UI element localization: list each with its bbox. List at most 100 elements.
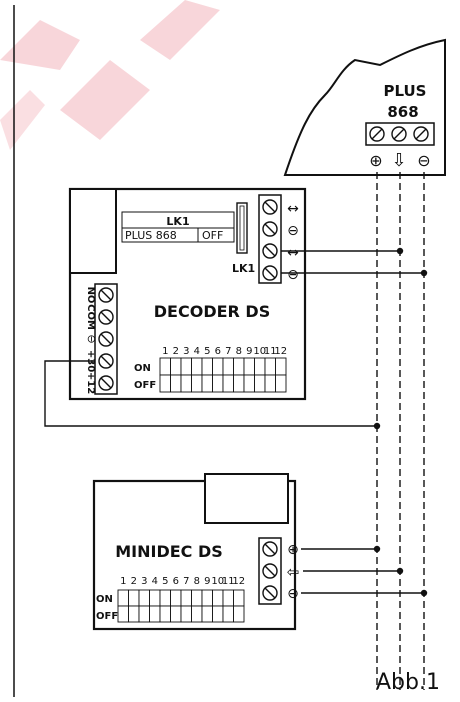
decoder-left-screws	[98, 287, 114, 391]
minidec-dip-number: 2	[131, 576, 137, 587]
decoder-dip-cell	[201, 357, 213, 376]
minidec-wires	[301, 548, 424, 594]
decoder-dip-cell	[159, 374, 171, 393]
decoder-dip-number: 6	[215, 346, 221, 357]
minidec-minus-icon: ⊖	[287, 586, 299, 602]
minidec-dip-cell	[159, 589, 171, 607]
minidec-title: MINIDEC DS	[115, 542, 223, 561]
minidec-dip-number: 4	[152, 576, 158, 587]
minidec-dip-cell	[201, 589, 213, 607]
minidec-dip-cell	[149, 605, 161, 623]
decoder-label-no: NO	[85, 287, 96, 304]
minidec-dip-cell	[138, 589, 150, 607]
decoder-dip-cell	[264, 374, 276, 393]
decoder-dip-cell	[243, 357, 255, 376]
decoder-dip-cell	[201, 374, 213, 393]
decoder-label-minus: ⊖	[85, 334, 98, 343]
decoder-dip-cell	[254, 357, 266, 376]
minidec-dip-number: 10	[211, 576, 224, 587]
decoder-dip-cell	[170, 374, 182, 393]
decoder-dip-off: OFF	[134, 380, 156, 391]
decoder-dip-cell	[233, 374, 245, 393]
decoder-title: DECODER DS	[154, 302, 270, 321]
decoder-connector	[69, 188, 117, 274]
decoder-right-screws	[262, 199, 278, 281]
decoder-ds: LK1 PLUS 868 OFF LK1 ↔ ⊖ ↔ ⊖ NO COM ⊖	[68, 187, 307, 401]
plus868-title-2: 868	[387, 103, 418, 121]
plus868-minus-icon: ⊖	[417, 151, 430, 170]
decoder-dip-number: 9	[246, 346, 252, 357]
minidec-junction-dots	[373, 545, 428, 597]
decoder-wires	[44, 250, 424, 427]
minidec-plus-icon: ⊕	[287, 542, 299, 558]
decoder-data-icon-2: ↔	[287, 245, 299, 261]
minidec-dip-number: 8	[194, 576, 200, 587]
decoder-label-com: COM	[85, 304, 96, 330]
minidec-dip-cell	[191, 605, 203, 623]
minidec-dip-cell	[212, 605, 224, 623]
minidec-data-icon: ⇦	[287, 563, 300, 581]
decoder-dip-cell	[180, 374, 192, 393]
decoder-dip-cell	[191, 357, 203, 376]
lk1-cell-off: OFF	[202, 229, 223, 242]
minidec-dip-number: 3	[141, 576, 147, 587]
decoder-dip-cell	[170, 357, 182, 376]
lk1-cell-plus868: PLUS 868	[125, 229, 177, 242]
decoder-dip-cell	[275, 357, 287, 376]
decoder-dip-cell	[191, 374, 203, 393]
minidec-dip-cell	[159, 605, 171, 623]
minidec-dip-cell	[138, 605, 150, 623]
decoder-dip-number: 7	[225, 346, 231, 357]
minidec-dip-cell	[180, 589, 192, 607]
decoder-dip-cell	[212, 357, 224, 376]
minidec-dip-number: 9	[204, 576, 210, 587]
decoder-dip-on: ON	[134, 363, 151, 374]
minidec-dip-on: ON	[96, 594, 113, 605]
minidec-dip-cell	[170, 605, 182, 623]
decoder-right-terminal	[258, 194, 282, 284]
minidec-dip-number: 1	[120, 576, 126, 587]
decoder-dip-cell	[254, 374, 266, 393]
minidec-dip-cell	[149, 589, 161, 607]
figure-label: Abb.1	[376, 670, 440, 695]
minidec-dip-cell	[170, 589, 182, 607]
minidec-dip-cell	[180, 605, 192, 623]
decoder-dip-cell	[264, 357, 276, 376]
decoder-dip-number: 8	[236, 346, 242, 357]
minidec-dip-cell	[191, 589, 203, 607]
decoder-data-icon-1: ↔	[287, 201, 299, 217]
decoder-label-12: +12	[85, 372, 96, 394]
plus868-device: PLUS 868 ⊕ ⇩ ⊖	[283, 38, 446, 176]
decoder-dip-cell	[275, 374, 287, 393]
decoder-minus-icon-1: ⊖	[287, 223, 299, 239]
minidec-connector	[204, 473, 289, 524]
watermark	[0, 0, 220, 150]
minidec-dip-cell	[128, 589, 140, 607]
junction-dots	[373, 247, 428, 430]
minidec-dip-cell	[201, 605, 213, 623]
minidec-dip-off: OFF	[96, 611, 118, 622]
decoder-dip-cell	[212, 374, 224, 393]
minidec-dip-number: 6	[173, 576, 179, 587]
lk1-jumper-label: LK1	[232, 262, 255, 275]
minidec-dip-cell	[222, 605, 234, 623]
decoder-dip-cell	[222, 357, 234, 376]
decoder-dip-cell	[222, 374, 234, 393]
minidec-dip-number: 7	[183, 576, 189, 587]
plus868-plus-icon: ⊕	[369, 151, 382, 170]
dashed-wires	[376, 172, 425, 690]
lk1-header: LK1	[166, 215, 189, 228]
minidec-dip-cell	[222, 589, 234, 607]
minidec-dip-cell	[128, 605, 140, 623]
decoder-dip-cell	[243, 374, 255, 393]
minidec-dip-cell	[212, 589, 224, 607]
minidec-dip-cell	[117, 589, 129, 607]
minidec-dip-cell	[117, 605, 129, 623]
minidec-dip-number: 12	[232, 576, 245, 587]
decoder-dip-number: 12	[274, 346, 287, 357]
decoder-dip-number: 11	[264, 346, 277, 357]
